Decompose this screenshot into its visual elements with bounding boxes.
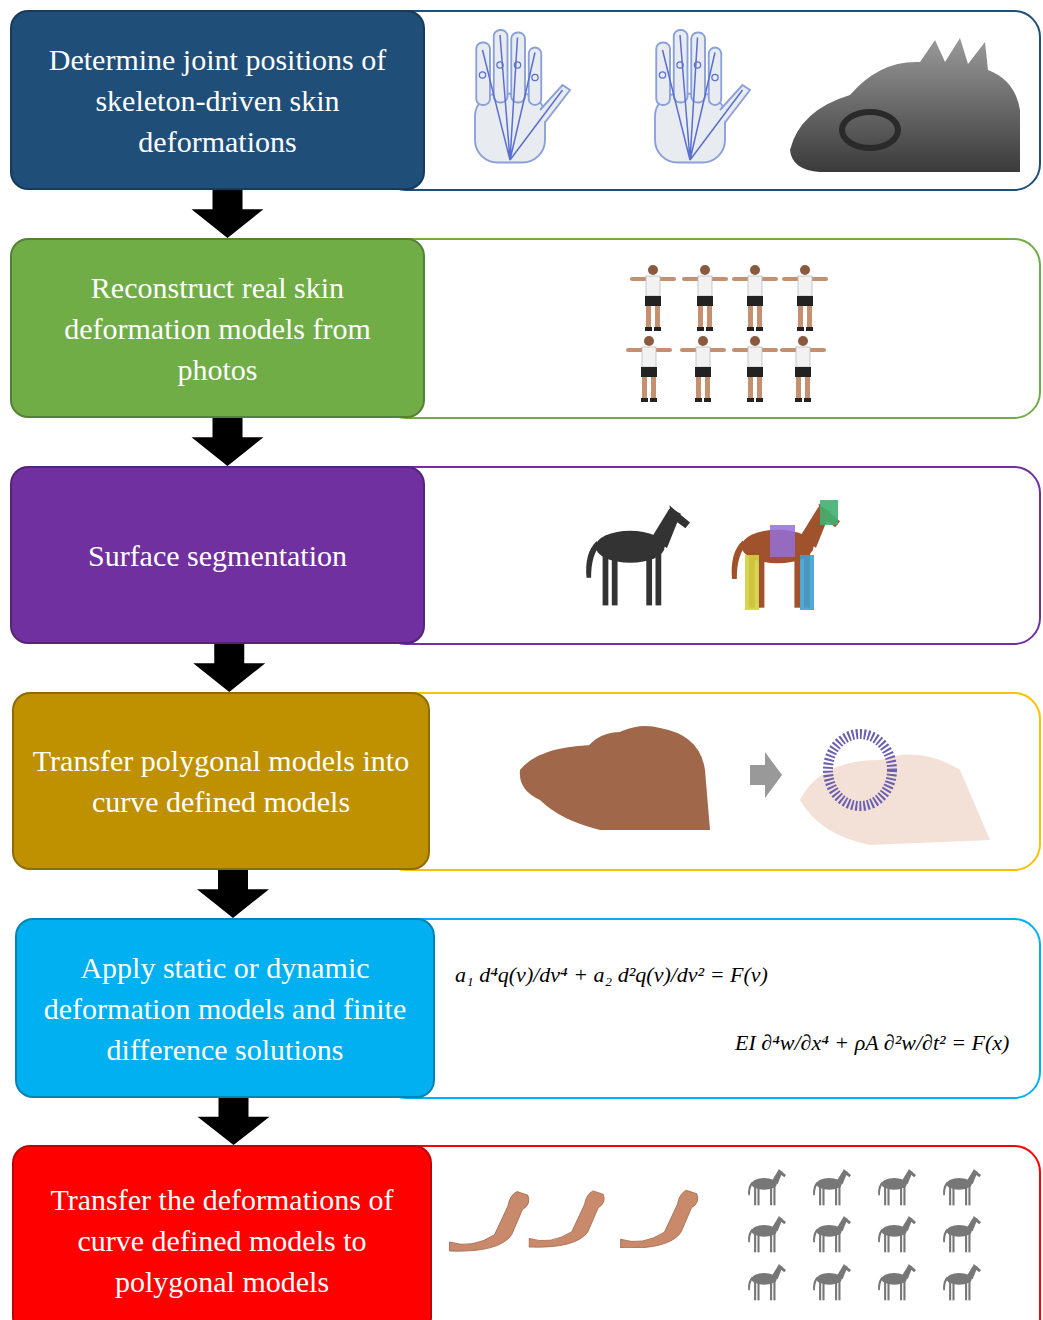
human-model bbox=[626, 336, 672, 402]
arm-model bbox=[621, 1190, 698, 1248]
human-model bbox=[782, 265, 828, 331]
horse-animation-grid bbox=[748, 1169, 981, 1301]
equation: a₁ d⁴q(v)/dv⁴ + a₂ d²q(v)/dv² = F(v) bbox=[452, 962, 771, 988]
hand-skeleton bbox=[655, 30, 750, 163]
arm-model bbox=[529, 1191, 604, 1247]
human-model bbox=[682, 265, 728, 331]
horse-frame bbox=[943, 1264, 981, 1301]
process-box: Transfer polygonal models into curve def… bbox=[12, 692, 430, 870]
horse-frame bbox=[813, 1216, 851, 1253]
horse-frame bbox=[813, 1169, 851, 1206]
segment bbox=[800, 555, 814, 610]
transfer-arrow bbox=[750, 752, 782, 798]
flow-arrow bbox=[198, 1098, 270, 1145]
horse-frame bbox=[748, 1216, 786, 1253]
horse-frame bbox=[878, 1216, 916, 1253]
arm-model bbox=[450, 1192, 529, 1252]
panel-outline bbox=[380, 467, 1040, 644]
human-model bbox=[780, 336, 826, 402]
process-box: Surface segmentation bbox=[10, 466, 425, 644]
finger-loop bbox=[842, 112, 898, 148]
panel-outline bbox=[380, 1146, 1040, 1320]
horse-frame bbox=[878, 1264, 916, 1301]
segment bbox=[745, 555, 759, 610]
curve-hand bbox=[800, 734, 990, 845]
flow-arrow bbox=[193, 644, 265, 692]
box-label: Transfer polygonal models into curve def… bbox=[30, 740, 412, 822]
process-box: Transfer the deformations of curve defin… bbox=[12, 1145, 432, 1320]
horse-frame bbox=[813, 1264, 851, 1301]
equation: EI ∂⁴w/∂x⁴ + ρA ∂²w/∂t² = F(x) bbox=[732, 1030, 1012, 1056]
horse-frame bbox=[748, 1169, 786, 1206]
human-model bbox=[630, 265, 676, 331]
box-label: Determine joint positions of skeleton-dr… bbox=[28, 39, 407, 162]
process-box: Apply static or dynamic deformation mode… bbox=[15, 918, 435, 1098]
panel-outline bbox=[380, 11, 1040, 190]
horse-frame bbox=[943, 1216, 981, 1253]
process-box: Reconstruct real skin deformation models… bbox=[10, 238, 425, 418]
segment bbox=[820, 500, 838, 525]
panel-outline bbox=[380, 919, 1040, 1098]
horse-frame bbox=[878, 1169, 916, 1206]
hand-skeleton bbox=[475, 30, 570, 163]
box-label: Apply static or dynamic deformation mode… bbox=[33, 947, 417, 1070]
hand-surface bbox=[790, 38, 1020, 172]
horse-model bbox=[586, 505, 690, 605]
flow-arrow bbox=[192, 190, 264, 238]
process-box: Determine joint positions of skeleton-dr… bbox=[10, 10, 425, 190]
box-label: Reconstruct real skin deformation models… bbox=[28, 267, 407, 390]
segmented-horse bbox=[732, 500, 840, 610]
polygonal-hand bbox=[520, 726, 710, 830]
human-model bbox=[732, 265, 778, 331]
panel-outline bbox=[380, 693, 1040, 870]
panel-outline bbox=[380, 239, 1040, 418]
segment bbox=[770, 525, 795, 557]
box-label: Surface segmentation bbox=[88, 535, 347, 576]
hand-surface bbox=[520, 726, 710, 830]
horse-frame bbox=[748, 1264, 786, 1301]
flow-arrow bbox=[197, 870, 269, 918]
human-model bbox=[680, 336, 726, 402]
box-label: Transfer the deformations of curve defin… bbox=[30, 1179, 414, 1302]
flow-arrow bbox=[192, 418, 264, 466]
deformed-hand bbox=[790, 38, 1020, 172]
curve-ring bbox=[828, 734, 892, 806]
finger-loop bbox=[590, 738, 650, 782]
horse-frame bbox=[943, 1169, 981, 1206]
human-model bbox=[732, 336, 778, 402]
